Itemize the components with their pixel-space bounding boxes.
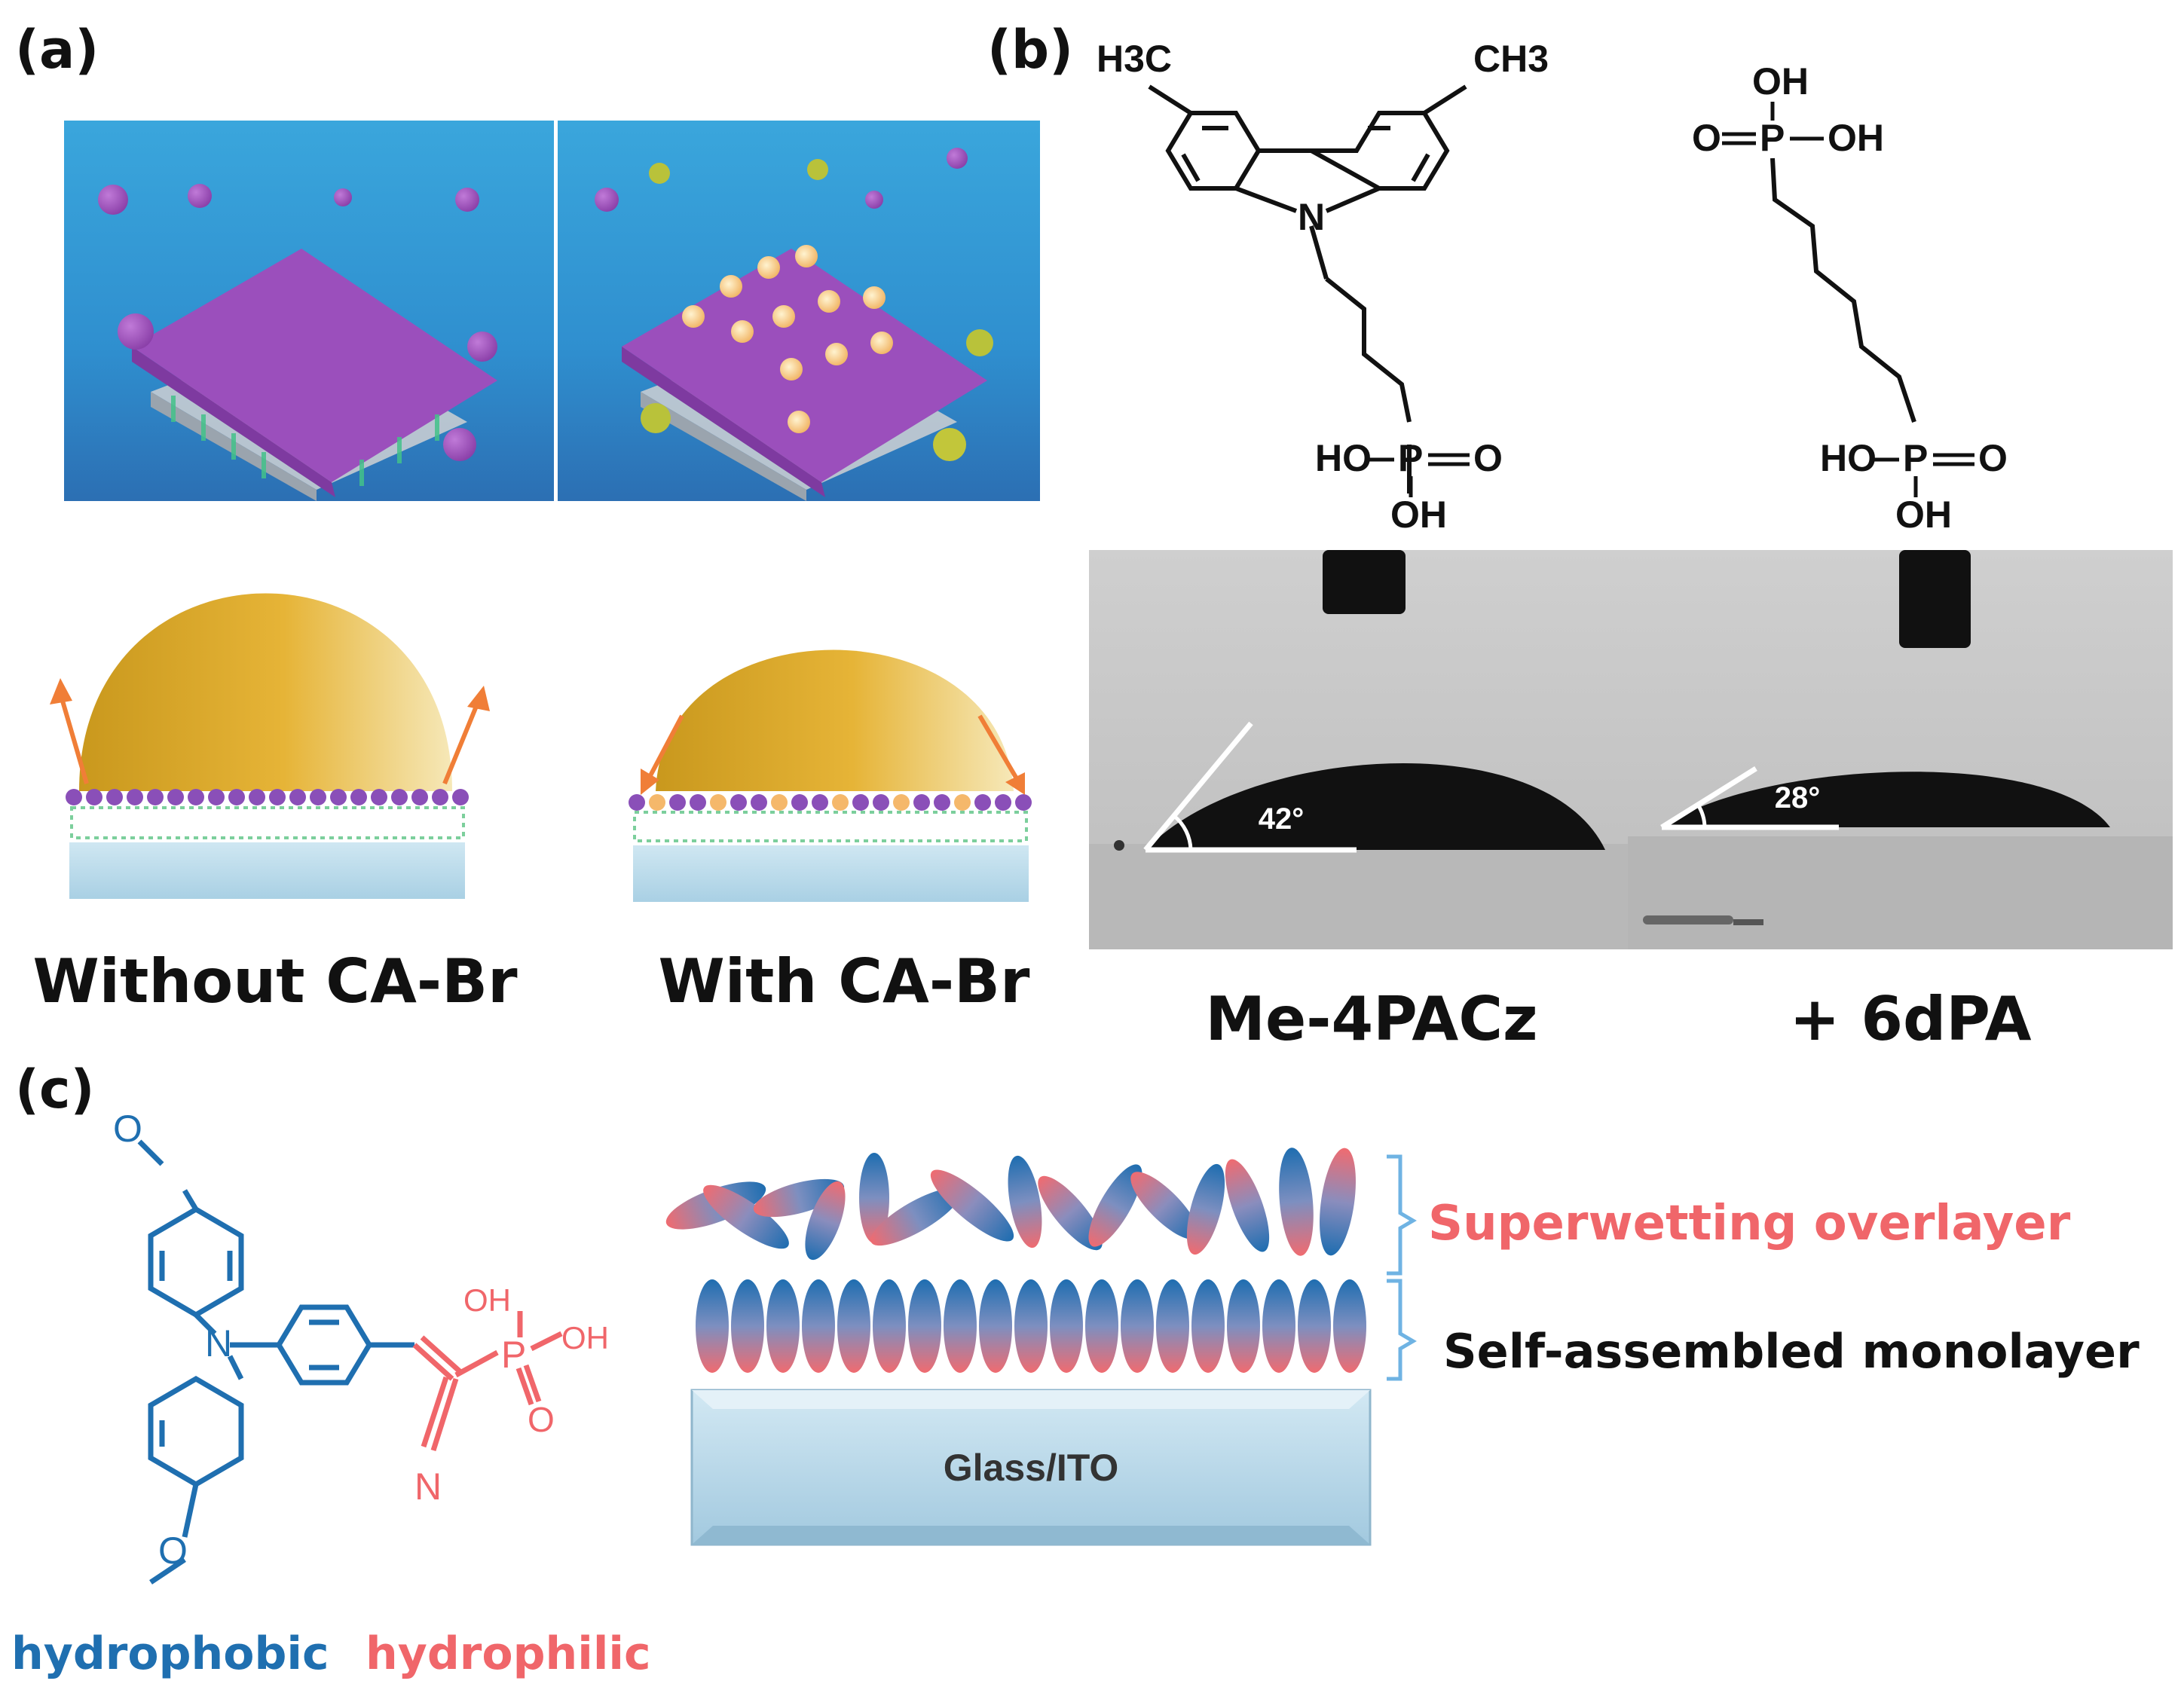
superwetting-overlayer-label: Superwetting overlayer — [1428, 1196, 2071, 1251]
substrate-label: Glass/ITO — [944, 1447, 1119, 1489]
svg-text:CH3: CH3 — [1473, 38, 1549, 80]
layer-brackets — [1387, 1154, 1417, 1381]
svg-text:P: P — [501, 1334, 526, 1376]
caption-without-ca-br: Without CA-Br — [32, 946, 518, 1016]
svg-text:OH: OH — [1752, 60, 1809, 102]
svg-text:HO: HO — [1820, 437, 1877, 479]
hydrophilic-label: hydrophilic — [366, 1627, 651, 1680]
self-assembled-monolayer — [696, 1279, 1366, 1373]
self-assembled-monolayer-label: Self-assembled monolayer — [1443, 1324, 2140, 1379]
contact-angle-photo-left — [1089, 550, 1628, 949]
superwetting-overlayer — [665, 1148, 1356, 1261]
caption-with-ca-br: With CA-Br — [659, 946, 1031, 1016]
structure-6dpa: OH O P OH HO P O OH — [1692, 60, 2008, 536]
svg-text:P: P — [1760, 117, 1785, 159]
svg-text:OH: OH — [1390, 494, 1447, 536]
svg-text:OH: OH — [463, 1282, 511, 1318]
svg-text:O: O — [1473, 437, 1503, 479]
panel-a-label: (a) — [15, 19, 99, 81]
svg-text:H3C: H3C — [1097, 38, 1172, 80]
angle-label-42: 42° — [1259, 802, 1305, 836]
svg-text:O: O — [158, 1530, 188, 1572]
svg-text:O: O — [1978, 437, 2008, 479]
angle-label-28: 28° — [1775, 781, 1821, 814]
droplet-with-ca-br — [629, 649, 1032, 902]
caption-me-4pacz: Me-4PACz — [1205, 984, 1537, 1054]
svg-text:OH: OH — [1828, 117, 1884, 159]
svg-text:N: N — [1298, 196, 1325, 238]
substrate-glass-ito — [690, 1389, 1372, 1546]
svg-text:P: P — [1398, 437, 1423, 479]
svg-text:O: O — [113, 1108, 142, 1150]
panel-b-label: (b) — [987, 19, 1073, 81]
structure-mpa-cpa: O N O OH P OH O N — [113, 1108, 609, 1585]
structure-me-4pacz — [1148, 84, 1467, 494]
droplet-without-ca-br — [50, 593, 490, 899]
svg-text:N: N — [205, 1322, 232, 1365]
contact-angle-photo-right — [1628, 550, 2173, 949]
svg-text:HO: HO — [1315, 437, 1372, 479]
panel-c-label: (c) — [15, 1059, 94, 1120]
svg-text:N: N — [414, 1465, 442, 1508]
svg-text:O: O — [528, 1400, 555, 1439]
caption-6dpa: + 6dPA — [1789, 984, 2031, 1054]
svg-text:O: O — [1692, 117, 1721, 159]
hydrophobic-label: hydrophobic — [11, 1627, 329, 1680]
structure-me-4pacz-atoms: H3C CH3 N HO P O OH — [1097, 38, 1549, 536]
surface-scene-right — [558, 121, 1040, 501]
svg-text:OH: OH — [561, 1320, 609, 1355]
svg-text:P: P — [1903, 437, 1928, 479]
surface-scene-left — [64, 121, 554, 501]
svg-text:OH: OH — [1895, 494, 1952, 536]
